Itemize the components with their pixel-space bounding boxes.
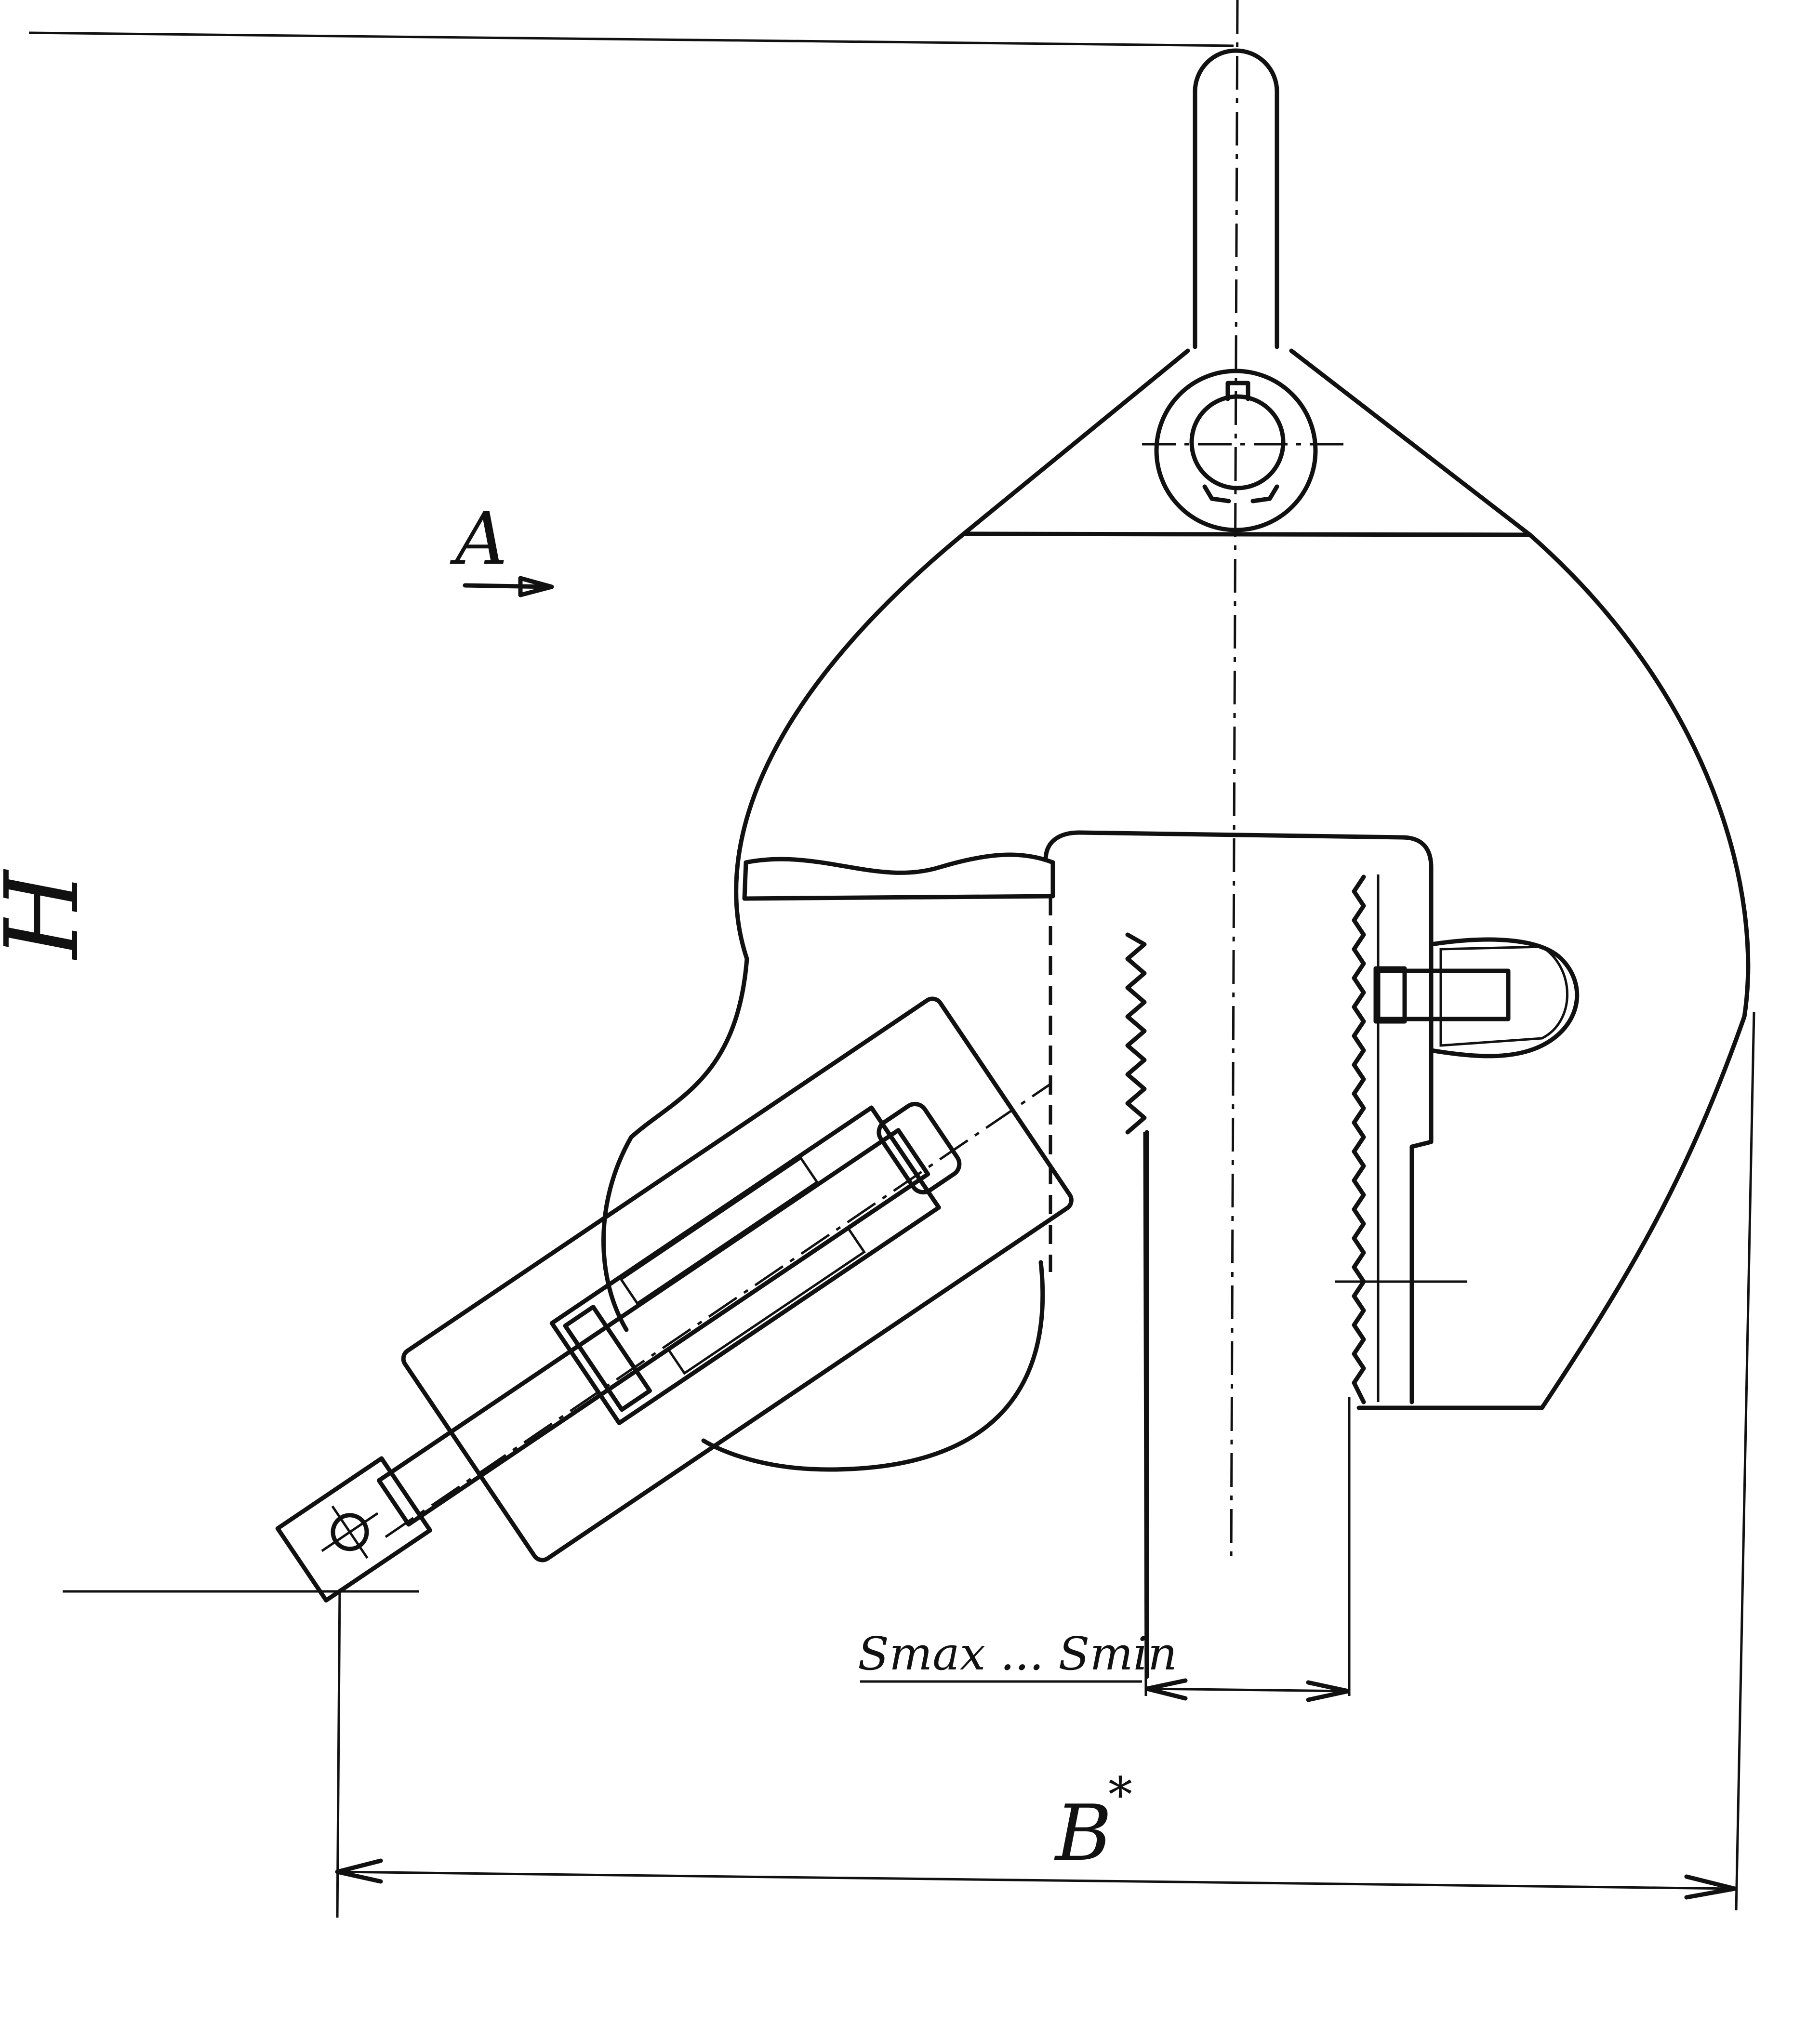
body-right-contour	[1356, 532, 1751, 1410]
view-a-arrow	[463, 576, 554, 597]
jaw-left-serration	[1125, 932, 1147, 1135]
width-dimension-line	[337, 1870, 1735, 1890]
width-left-extension	[336, 1589, 341, 1918]
locking-screw-head	[1373, 966, 1407, 1024]
body-outer-contour	[601, 531, 966, 1332]
arm-housing	[401, 996, 1074, 1562]
spindle-sleeve-hatch-bottom	[666, 1226, 866, 1375]
pin-retainer-right	[1250, 484, 1279, 503]
width-arrow-left	[335, 1858, 383, 1884]
center-lines	[385, 0, 1349, 1564]
clamp-body	[601, 348, 1751, 1472]
opening-arrow-left	[1144, 1678, 1188, 1701]
shackle-outline	[1193, 48, 1279, 349]
spindle-head	[275, 1456, 432, 1603]
spindle-sleeve-hatch-top	[619, 1156, 819, 1305]
broken-section	[742, 852, 1055, 901]
pin-retainer-left	[1202, 484, 1231, 503]
locking-screw-housing	[1429, 937, 1580, 1059]
height-top-extension	[28, 31, 1234, 47]
opening-dimension-line	[1145, 1687, 1350, 1693]
pin-key	[1225, 381, 1250, 401]
spindle-rod	[376, 1128, 930, 1527]
locking-screw-hatch	[1439, 945, 1568, 1047]
spindle-collar	[563, 1305, 652, 1412]
width-right-extension	[1735, 1011, 1755, 1911]
labels: A H Smax ... Smin B *	[0, 497, 1177, 1878]
height-label: H	[0, 869, 101, 961]
jaw-block	[1043, 830, 1434, 1404]
dimension-lines	[28, 31, 1755, 1918]
broken-section-hatch	[742, 852, 1055, 901]
locking-screw	[1376, 968, 1511, 1021]
view-a-label: A	[450, 497, 507, 581]
spindle-head-line-2	[331, 1505, 369, 1559]
lifting-eye	[1154, 48, 1318, 532]
cam-axis-center-line	[385, 1083, 1051, 1538]
spindle-sleeve	[549, 1105, 941, 1426]
cam-arm	[275, 996, 1074, 1603]
shackle-eye	[1154, 369, 1318, 532]
width-arrow-right	[1684, 1874, 1737, 1900]
jaw-assembly	[1043, 830, 1580, 1679]
body-upper-triangle	[961, 348, 1532, 537]
opening-arrow-right	[1306, 1680, 1351, 1702]
opening-label: Smax ... Smin	[858, 1628, 1177, 1681]
spindle-nut	[877, 1101, 962, 1195]
width-label: B	[1054, 1788, 1112, 1878]
threaded-bore	[1352, 874, 1366, 1404]
pin-outer	[1189, 394, 1286, 490]
body-lower-lobe	[701, 1260, 1045, 1472]
vertical-center-line	[1230, 0, 1239, 1564]
width-mark: *	[1108, 1767, 1132, 1823]
